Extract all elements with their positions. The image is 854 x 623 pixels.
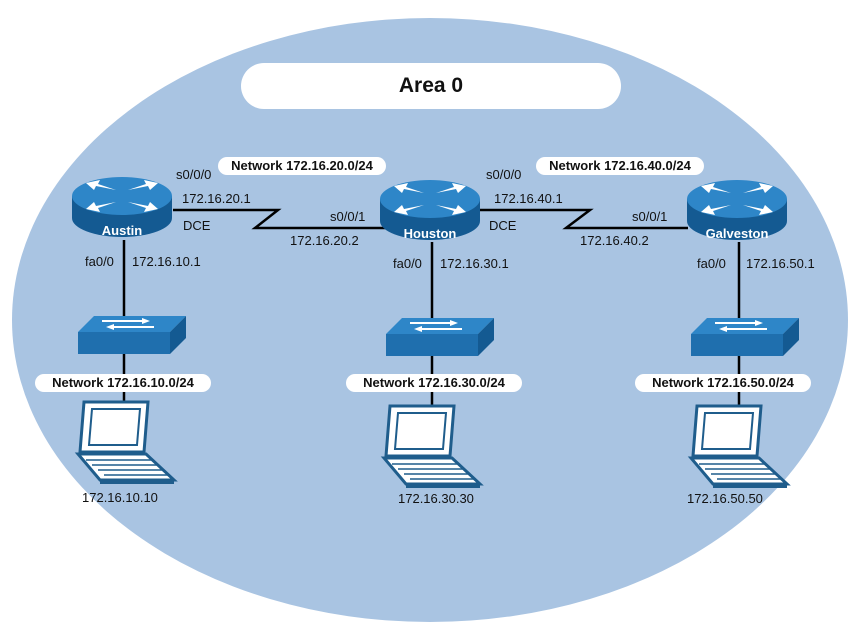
austin-dce-label: DCE [183,218,211,233]
houston-serial-interface-east: s0/0/0 [486,167,522,182]
austin-serial-ip: 172.16.20.1 [182,191,251,206]
houston-host-ip: 172.16.30.30 [398,491,474,506]
switch-icon [690,317,800,357]
router-name-austin: Austin [101,223,143,238]
galveston-lan-interface: fa0/0 [697,256,726,271]
network-label-172-16-20: Network 172.16.20.0/24 [218,157,386,175]
serial-link-houston-galveston [480,208,688,230]
galveston-lan-gateway-ip: 172.16.50.1 [746,256,815,271]
austin-host-ip: 172.16.10.10 [82,490,158,505]
serial-link-austin-houston [173,208,388,230]
houston-lan-interface: fa0/0 [393,256,422,271]
austin-lan-interface: fa0/0 [85,254,114,269]
austin-lan-gateway-ip: 172.16.10.1 [132,254,201,269]
switch-icon [77,315,187,355]
houston-serial-ip-west: 172.16.20.2 [290,233,359,248]
houston-serial-ip-east: 172.16.40.1 [494,191,563,206]
router-name-galveston: Galveston [705,226,769,241]
network-label-172-16-50: Network 172.16.50.0/24 [635,374,811,392]
network-label-172-16-40: Network 172.16.40.0/24 [536,157,704,175]
houston-serial-interface-west: s0/0/1 [330,209,366,224]
router-name-houston: Houston [403,226,457,241]
austin-serial-interface: s0/0/0 [176,167,212,182]
network-label-172-16-30: Network 172.16.30.0/24 [346,374,522,392]
network-label-172-16-10: Network 172.16.10.0/24 [35,374,211,392]
houston-lan-gateway-ip: 172.16.30.1 [440,256,509,271]
switch-icon [385,317,495,357]
galveston-serial-ip: 172.16.40.2 [580,233,649,248]
area-title: Area 0 [241,63,621,109]
galveston-serial-interface: s0/0/1 [632,209,668,224]
houston-dce-label: DCE [489,218,517,233]
galveston-host-ip: 172.16.50.50 [687,491,763,506]
